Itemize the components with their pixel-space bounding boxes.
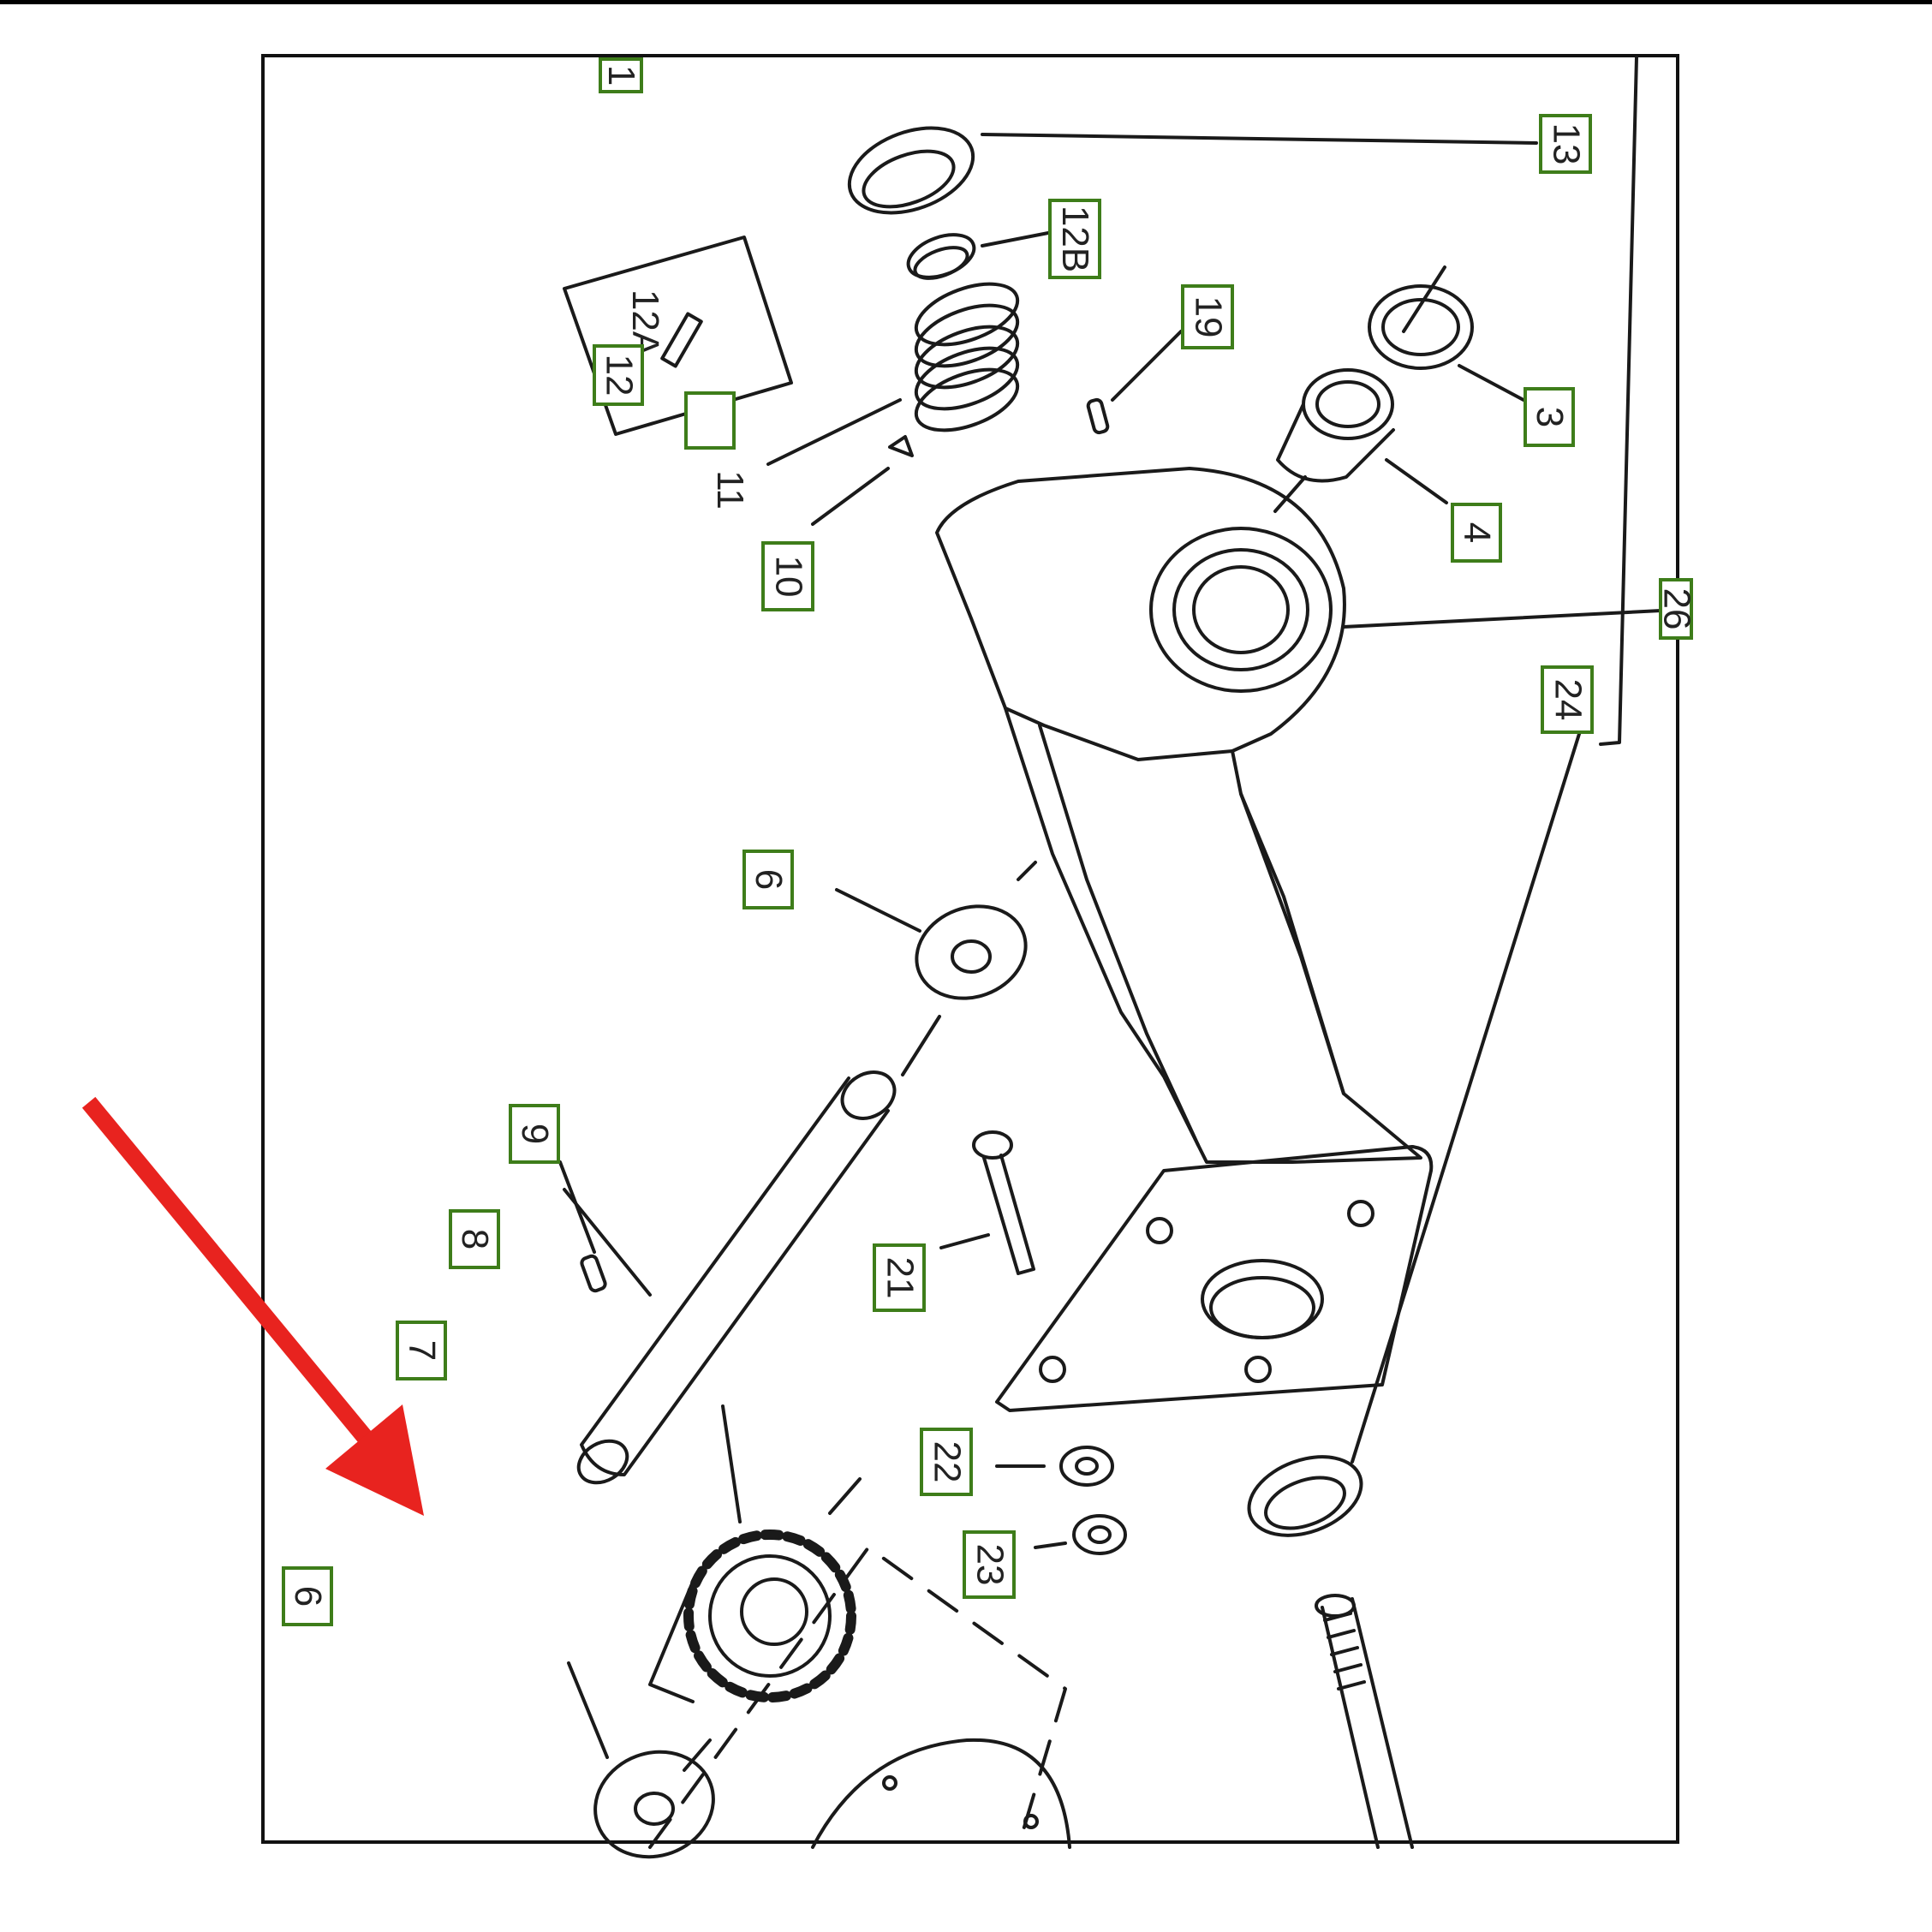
gear-7 xyxy=(648,1530,856,1703)
seal-13 xyxy=(847,126,975,215)
spring-11 xyxy=(914,282,1020,432)
exploded-parts-diagram: 1 13 12B 19 12A 12 3 11 4 10 26 24 6 9 8… xyxy=(261,54,1697,1859)
mounting-plate xyxy=(995,1145,1434,1412)
red-arrow-head xyxy=(325,1404,424,1516)
callout-26: 26 xyxy=(1655,578,1697,640)
key-9 xyxy=(580,1254,607,1293)
washer-6-lower xyxy=(593,1750,715,1859)
setscrew-19 xyxy=(1086,397,1110,435)
callout-22: 22 xyxy=(920,1428,973,1496)
callout-6-upper: 6 xyxy=(742,850,794,909)
washer-23 xyxy=(1072,1514,1127,1555)
seal-3 xyxy=(1368,284,1474,370)
callout-12b: 12B xyxy=(1048,199,1101,279)
callout-23: 23 xyxy=(963,1530,1016,1599)
callout-13: 13 xyxy=(1539,114,1592,174)
drive-shaft xyxy=(1315,1594,1414,1849)
pin-10 xyxy=(888,435,914,457)
callout-6-lower: 6 xyxy=(282,1566,333,1626)
callout-3: 3 xyxy=(1524,387,1575,447)
callout-4: 4 xyxy=(1451,503,1502,563)
bolt-21 xyxy=(972,1130,1035,1275)
top-border-line xyxy=(0,0,1932,4)
arm-housing xyxy=(935,467,1679,1164)
callout-12: 12 xyxy=(593,344,644,406)
diagram-linework xyxy=(558,56,1679,1859)
callout-1: 1 xyxy=(599,57,643,93)
seal-24 xyxy=(1247,1455,1363,1537)
washer-6-upper xyxy=(915,904,1028,1000)
callout-7: 7 xyxy=(396,1321,447,1380)
frame-line xyxy=(1599,56,1638,746)
callout-24: 24 xyxy=(1541,665,1594,734)
callout-blank xyxy=(684,391,736,450)
shaft-8 xyxy=(576,1070,897,1485)
callout-19: 19 xyxy=(1181,284,1234,349)
callout-21: 21 xyxy=(873,1243,926,1312)
callout-10: 10 xyxy=(761,541,814,611)
nut-22 xyxy=(1059,1446,1114,1487)
callout-8: 8 xyxy=(449,1209,500,1269)
callout-9: 9 xyxy=(509,1104,560,1164)
